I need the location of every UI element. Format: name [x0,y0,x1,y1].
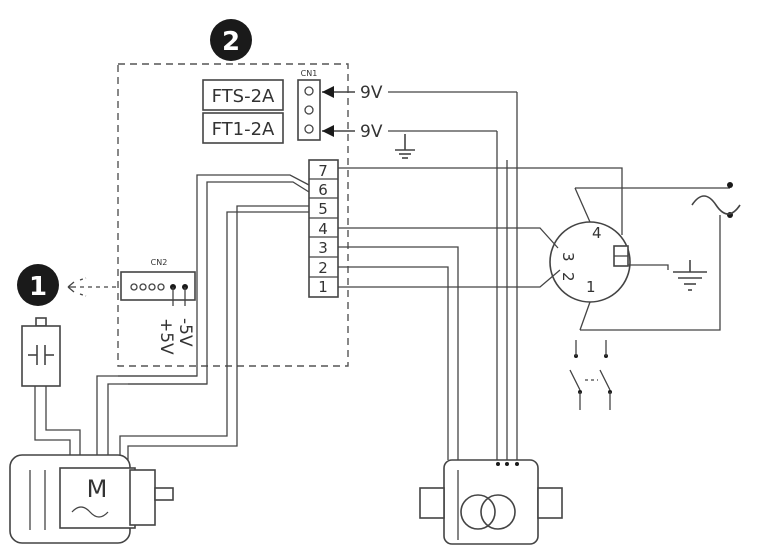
callout-badge-2: 2 [210,19,252,61]
terminal-label: 1 [318,278,328,296]
board-ground-icon [395,134,415,159]
signal-arrow [67,277,120,297]
voltage-label-1: 9V [360,83,383,103]
voltage-arrow-2 [322,125,497,137]
terminal-label: 6 [318,181,328,199]
cn2-minus-label: -5V [175,318,195,347]
terminal-labels: 7 6 5 4 3 2 1 [318,162,328,296]
cn2-connector: CN2 [120,258,196,306]
plug-ground-icon [673,260,707,291]
cn2-plus-label: +5V [156,318,176,355]
plug-pin-1: 1 [586,278,596,296]
cn2-label: CN2 [151,258,168,267]
terminal-label: 4 [318,220,328,238]
wire-terminal-7 [338,167,623,235]
fts-board [202,79,284,111]
wires-terminal-6-5 [96,174,310,468]
round-plug [549,187,730,331]
ft1-board-label: FT1-2A [212,119,275,140]
capacitor [21,317,81,468]
ft1-board [202,112,284,144]
fts-board-label: FTS-2A [212,86,275,107]
cn1-connector: CN1 [297,69,321,141]
terminal-block [308,159,339,298]
motor-label: M [87,475,108,503]
terminal-label: 7 [318,162,328,180]
control-board-outline [117,63,349,367]
terminal-label: 3 [318,239,328,257]
wires-terminal-4-1 [338,227,561,460]
switch-pair [569,340,612,410]
plug-pin-3: 3 [559,252,577,262]
voltage-label-2: 9V [360,122,383,142]
terminal-label: 2 [318,259,328,277]
plug-pin-2: 2 [559,272,577,282]
cn1-label: CN1 [301,69,318,78]
plug-pin-4: 4 [592,224,602,242]
voltage-arrow-1 [322,86,517,98]
terminal-label: 5 [318,200,328,218]
motor [9,454,174,544]
transformer [419,459,563,545]
wires-transformer [496,92,518,460]
callout-badge-2-number: 2 [222,27,240,57]
ac-source-icon [691,182,741,218]
callout-badge-1: 1 [17,264,59,306]
callout-badge-1-number: 1 [29,272,47,302]
